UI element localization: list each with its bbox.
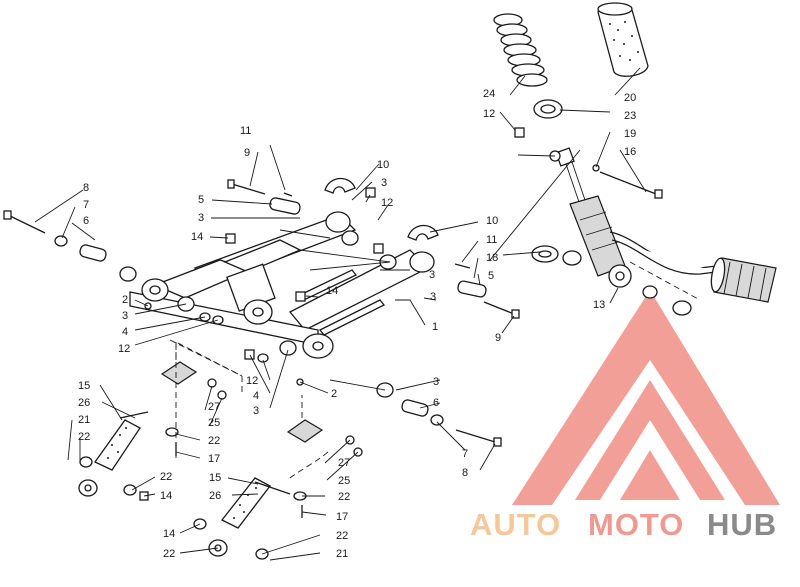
rear-arm-assembly <box>129 211 435 359</box>
callout-22: 22 <box>336 530 348 542</box>
spring-seat <box>533 99 563 119</box>
bump-boot <box>597 2 649 77</box>
callout-19: 19 <box>624 128 636 140</box>
callout-14: 14 <box>160 490 172 502</box>
callout-24: 24 <box>483 88 495 100</box>
callout-22: 22 <box>338 491 350 503</box>
callout-22: 22 <box>160 471 172 483</box>
watermark-moto: MOTO <box>588 507 684 542</box>
remote-reservoir <box>710 257 777 303</box>
callout-22: 22 <box>208 435 220 447</box>
callout-2: 2 <box>122 294 128 306</box>
callout-17: 17 <box>336 511 348 523</box>
callout-10: 10 <box>486 215 498 227</box>
callout-3: 3 <box>430 291 436 303</box>
callout-8: 8 <box>83 182 89 194</box>
callout-12: 12 <box>118 343 130 355</box>
shock-spring <box>493 13 548 87</box>
callout-21: 21 <box>336 548 348 560</box>
callout-3: 3 <box>198 212 204 224</box>
callout-2: 2 <box>331 388 337 400</box>
callout-20: 20 <box>624 92 636 104</box>
saddle-caps <box>324 177 439 241</box>
callout-15: 15 <box>209 472 221 484</box>
callout-3: 3 <box>122 310 128 322</box>
hose-fittings <box>629 261 701 316</box>
callout-27: 27 <box>208 401 220 413</box>
callout-9: 9 <box>244 147 250 159</box>
callouts: 11 9 10 3 12 8 7 6 5 3 14 10 11 18 3 5 1… <box>78 88 636 560</box>
callout-8: 8 <box>462 467 468 479</box>
watermark-logo: AUTO MOTO HUB <box>470 290 780 542</box>
callout-5: 5 <box>198 194 204 206</box>
callout-23: 23 <box>624 110 636 122</box>
callout-13: 13 <box>593 299 605 311</box>
callout-3: 3 <box>433 376 439 388</box>
bolts <box>3 171 663 447</box>
reservoir-clamp <box>531 245 582 266</box>
callout-12: 12 <box>246 375 258 387</box>
callout-16: 16 <box>624 146 636 158</box>
callout-15: 15 <box>78 380 90 392</box>
callout-14: 14 <box>191 231 203 243</box>
callout-14: 14 <box>163 528 175 540</box>
callout-11: 11 <box>240 125 251 137</box>
watermark-auto: AUTO <box>470 507 561 542</box>
callout-7: 7 <box>462 448 468 460</box>
callout-6: 6 <box>433 397 439 409</box>
callout-3: 3 <box>253 405 259 417</box>
callout-11: 11 <box>486 234 497 246</box>
leader-lines <box>34 67 647 561</box>
washers-nuts <box>54 127 600 426</box>
callout-3: 3 <box>381 177 387 189</box>
callout-7: 7 <box>83 199 89 211</box>
callout-26: 26 <box>78 397 90 409</box>
callout-5: 5 <box>488 270 494 282</box>
callout-18: 18 <box>486 252 498 264</box>
callout-25: 25 <box>338 475 350 487</box>
callout-14: 14 <box>326 285 338 297</box>
callout-12: 12 <box>381 197 393 209</box>
callout-22: 22 <box>163 548 175 560</box>
watermark-hub: HUB <box>707 507 777 542</box>
callout-17: 17 <box>208 453 220 465</box>
bushings <box>79 197 487 417</box>
callout-10: 10 <box>377 159 389 171</box>
callout-1: 1 <box>432 321 438 333</box>
callout-12: 12 <box>483 108 495 120</box>
callout-25: 25 <box>208 417 220 429</box>
callout-6: 6 <box>83 215 89 227</box>
callout-3: 3 <box>429 269 435 281</box>
svg-text:AUTO MOTO HUB: AUTO MOTO HUB <box>470 507 777 542</box>
shock-absorber <box>555 147 717 288</box>
callout-27: 27 <box>338 457 350 469</box>
callout-26: 26 <box>209 490 221 502</box>
callout-21: 21 <box>78 414 90 426</box>
callout-9: 9 <box>495 332 501 344</box>
callout-22: 22 <box>78 431 90 443</box>
triangle-logo-icon <box>512 290 780 505</box>
callout-4: 4 <box>253 390 259 402</box>
callout-4: 4 <box>122 326 128 338</box>
